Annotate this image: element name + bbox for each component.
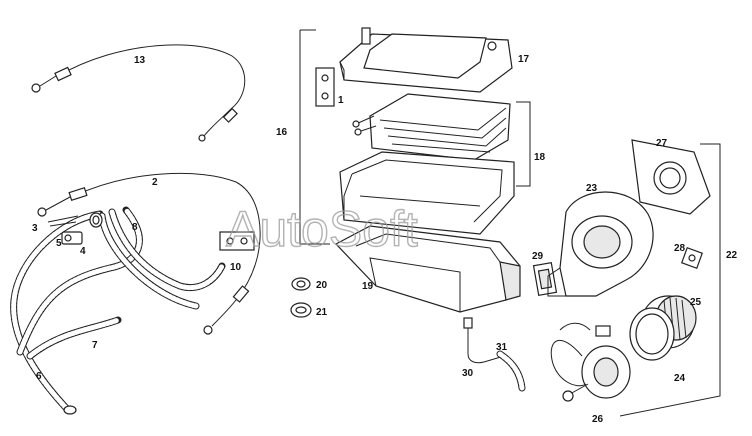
callout-23: 23	[586, 183, 598, 194]
drain-pipe-30	[463, 317, 505, 364]
connector-28	[680, 246, 704, 270]
mount-bracket-27	[631, 139, 711, 215]
blower-housing-23	[547, 191, 654, 297]
callout-28: 28	[674, 243, 686, 254]
hose-6	[10, 210, 104, 415]
callout-6: 6	[36, 371, 42, 382]
callout-31: 31	[496, 342, 508, 353]
resistor-29	[532, 261, 558, 297]
callout-25: 25	[690, 297, 702, 308]
callout-5: 5	[56, 238, 62, 249]
callout-29: 29	[532, 251, 544, 262]
lower-housing-19	[335, 225, 521, 313]
callout-8: 8	[132, 222, 138, 233]
group-bracket-22	[619, 143, 721, 417]
callout-4: 4	[80, 246, 86, 257]
callout-21: 21	[316, 307, 328, 318]
drain-hose-31	[496, 350, 526, 392]
callout-16: 16	[276, 127, 288, 138]
group-bracket-16	[299, 30, 330, 245]
valve-4	[61, 231, 83, 245]
callout-30: 30	[462, 368, 474, 379]
watermark-text: AutoSoft	[226, 201, 418, 257]
control-cable-2	[37, 172, 261, 335]
callout-22: 22	[726, 250, 738, 261]
callout-17: 17	[518, 54, 530, 65]
callout-19: 19	[362, 281, 374, 292]
callout-20: 20	[316, 280, 328, 291]
callout-26: 26	[592, 414, 604, 425]
grommet-20	[291, 277, 311, 291]
connector-5	[89, 212, 103, 228]
top-cover-17	[339, 27, 513, 93]
control-cable-13	[31, 44, 246, 142]
hose-7	[16, 206, 143, 356]
callout-7: 7	[92, 340, 98, 351]
hose-clip-3	[47, 215, 79, 227]
hose-8	[98, 208, 226, 310]
callout-3: 3	[32, 223, 38, 234]
clip-plate-1	[315, 67, 335, 107]
callout-13: 13	[134, 55, 146, 66]
heater-core-18	[352, 93, 531, 187]
callout-27: 27	[656, 138, 668, 149]
blower-motor-26	[550, 322, 631, 402]
heater-housing-middle	[339, 151, 515, 235]
callout-2: 2	[152, 177, 158, 188]
callout-1: 1	[338, 95, 344, 106]
callout-24: 24	[674, 373, 686, 384]
callout-18: 18	[534, 152, 546, 163]
fan-ring-24	[629, 307, 675, 361]
bracket-10	[219, 231, 255, 251]
hose-lower	[26, 316, 122, 360]
callout-10: 10	[230, 262, 242, 273]
grommet-21	[290, 302, 312, 318]
